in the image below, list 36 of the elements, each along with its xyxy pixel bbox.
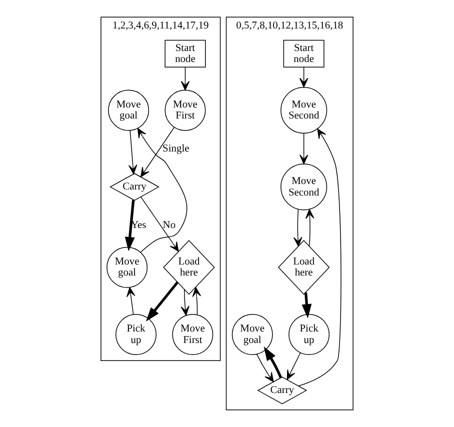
node-circle: Move First — [164, 90, 206, 131]
edge-label: Yes — [131, 220, 146, 231]
arrow — [180, 289, 190, 316]
node-diamond: Carry — [110, 173, 160, 201]
arrow — [140, 196, 179, 252]
node-circle: Move Second — [280, 87, 328, 134]
arrow — [140, 126, 175, 178]
arrow — [302, 292, 312, 318]
node-diamond: Carry — [257, 376, 308, 404]
node-circle: Move First — [172, 314, 214, 355]
arrow — [298, 128, 342, 386]
node-circle: Move goal — [108, 90, 150, 131]
node-circle: Move goal — [232, 314, 273, 355]
node-circle: Pick up — [288, 314, 330, 355]
node-box: Start node — [283, 40, 324, 68]
node-diamond: Load here — [278, 240, 330, 295]
arrow — [299, 66, 308, 88]
arrow — [293, 209, 302, 247]
edge-label: No — [162, 220, 176, 231]
arrow — [137, 128, 188, 253]
arrow — [146, 282, 178, 322]
arrow — [180, 66, 190, 91]
arrow — [299, 133, 308, 164]
node-circle: Move Second — [280, 164, 328, 210]
arrow — [126, 287, 136, 315]
arrow — [128, 130, 138, 174]
arrow — [305, 209, 314, 247]
node-circle: Move goal — [106, 246, 148, 288]
arrow — [192, 287, 202, 316]
node-box: Start node — [164, 40, 206, 68]
arrow — [264, 346, 282, 378]
arrow — [286, 352, 301, 380]
node-circle: Pick up — [116, 314, 157, 355]
arrow — [124, 200, 135, 252]
arrow — [256, 354, 274, 382]
edge-label: Single — [162, 143, 190, 154]
